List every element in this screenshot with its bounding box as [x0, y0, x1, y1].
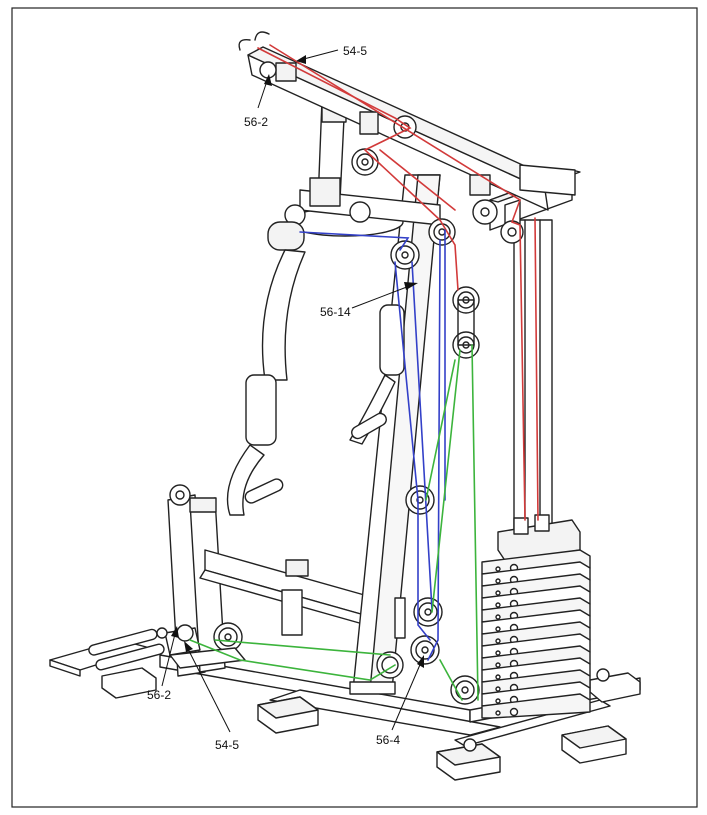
cables	[189, 44, 539, 701]
foot-rear-left	[101, 667, 157, 699]
pulley-bottom-center	[410, 635, 440, 665]
callout-label: 56-4	[376, 733, 400, 747]
pulley-stack-top	[500, 220, 524, 244]
callout-label: 54-5	[215, 738, 239, 752]
cable-green	[189, 344, 479, 701]
cable-red	[257, 44, 539, 521]
callout-label: 54-5	[343, 44, 367, 58]
weight-stack	[481, 514, 591, 719]
cable-blue	[299, 229, 446, 661]
callout-label: 56-14	[320, 305, 351, 319]
callout-56-2-top: 56-2	[244, 74, 272, 129]
pulleys	[351, 115, 524, 705]
callout-label: 56-2	[147, 688, 171, 702]
callouts: 54-5 56-2 56-14 56-2 54-5 56-4	[147, 44, 424, 752]
callout-54-5-top: 54-5	[296, 44, 367, 64]
leg-developer	[49, 484, 246, 677]
callout-56-2-bottom: 56-2	[147, 626, 179, 702]
pulley-top-boom-a	[351, 148, 379, 176]
pulley-stack-base	[450, 675, 480, 705]
callout-54-5-bottom: 54-5	[184, 641, 239, 752]
callout-56-4: 56-4	[376, 655, 424, 747]
pulley-lower-upright	[413, 597, 443, 627]
pulley-mid-upright	[405, 485, 435, 515]
weight-plate	[481, 693, 591, 719]
main-upright	[349, 174, 441, 695]
base-frame	[101, 654, 641, 781]
callout-label: 56-2	[244, 115, 268, 129]
pulley-upright-right	[428, 218, 456, 246]
callout-56-14: 56-14	[320, 282, 418, 319]
pulley-boom-end	[472, 199, 498, 225]
